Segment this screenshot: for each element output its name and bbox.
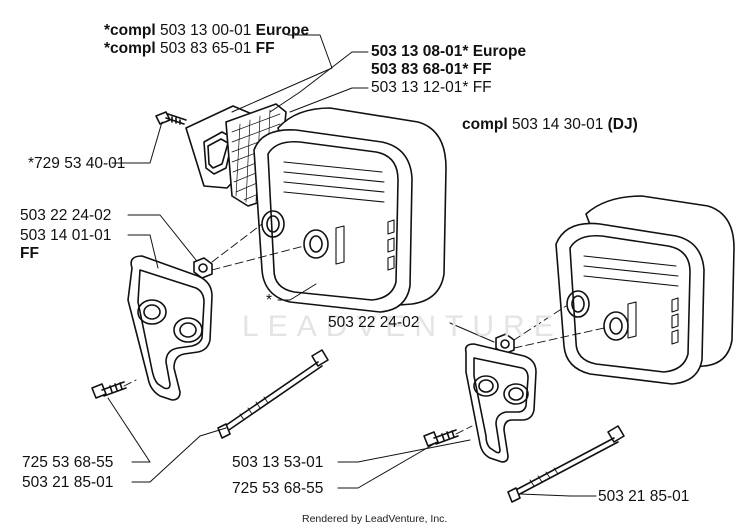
label-screen-13-12: 503 13 12-01* FF	[371, 79, 492, 96]
muffler-plate-right	[464, 343, 537, 463]
long-bolt-left-icon	[217, 349, 329, 439]
label-nut-left: 503 22 24-02	[20, 207, 112, 224]
label-screen-europe: 503 13 08-01* Europe	[371, 43, 527, 60]
label-part-number: 503 14 30-01	[511, 116, 604, 133]
screw-icon	[155, 111, 187, 125]
muffler-body-right	[555, 195, 735, 385]
label-part-number: 503 83 65-01	[160, 40, 252, 57]
label-keyword: compl	[462, 116, 508, 133]
label-screen-ff: 503 83 68-01* FF	[371, 61, 492, 78]
watermark: LEADVENTURE	[242, 310, 563, 343]
leader-lines	[107, 34, 597, 497]
label-bolt-left: 503 21 85-01	[22, 474, 114, 491]
label-plate-left: 503 14 01-01	[20, 227, 112, 244]
nut-left-icon	[193, 257, 213, 279]
label-compl-ff: *compl 503 83 65-01 FF	[104, 40, 275, 58]
footer-credit: Rendered by LeadVenture, Inc.	[302, 513, 448, 525]
muffler-body-left	[253, 107, 447, 313]
label-screw-729: *729 53 40-01	[28, 155, 126, 172]
assembly-lines	[123, 223, 605, 435]
label-suffix: FF	[255, 40, 275, 57]
label-asterisk: *	[266, 292, 273, 309]
label-bolt-right: 503 21 85-01	[598, 488, 690, 505]
label-compl-dj: compl 503 14 30-01 (DJ)	[462, 116, 638, 134]
label-keyword: *compl	[104, 22, 156, 39]
label-compl-europe: *compl 503 13 00-01 Europe	[104, 22, 309, 40]
label-plate-right: 503 13 53-01	[232, 454, 324, 471]
screw-left-icon	[91, 381, 127, 399]
label-suffix: Europe	[255, 22, 310, 39]
label-keyword: *compl	[104, 40, 156, 57]
long-bolt-right-icon	[507, 425, 625, 503]
label-part-number: 503 13 00-01	[160, 22, 252, 39]
label-plate-left-ff: FF	[20, 245, 39, 262]
muffler-plate-left	[127, 255, 213, 401]
label-nut-right: 503 22 24-02	[328, 314, 420, 331]
screw-right-icon	[423, 429, 459, 447]
label-suffix: (DJ)	[607, 116, 638, 133]
label-screw-left: 725 53 68-55	[22, 454, 114, 471]
nut-right-icon	[495, 333, 515, 355]
label-screw-right: 725 53 68-55	[232, 480, 324, 497]
